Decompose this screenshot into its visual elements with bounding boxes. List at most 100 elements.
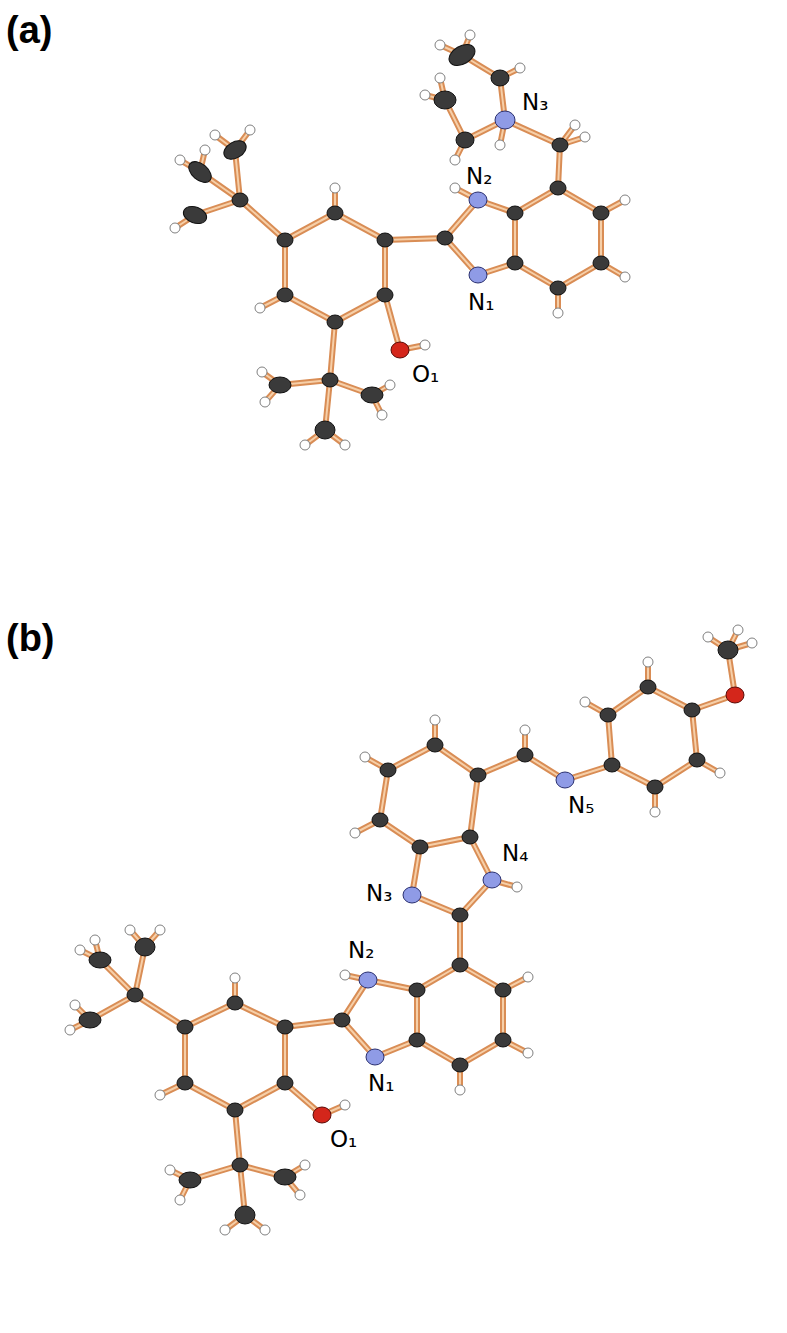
atom-shape [277,1020,293,1034]
atom-shape [257,367,267,377]
atom-shape [300,1160,310,1170]
atom-shape [593,206,609,220]
panel-label: (a) [6,10,52,52]
atom-label: N₁ [368,1071,394,1096]
atom-shape [647,780,663,794]
atom-shape [235,1206,255,1224]
atom-shape [604,758,620,772]
atom-shape [181,203,209,226]
atom-shape [450,183,460,193]
atom-shape [255,303,265,313]
atom-shape [450,155,460,165]
atom-shape [177,1020,193,1034]
atom-shape [170,223,180,233]
atom-shape [274,1169,296,1185]
atom-shape [455,1085,465,1095]
atom-shape [495,983,511,997]
atom-shape [185,158,215,187]
atom-shape [155,1090,165,1100]
atom-shape [227,996,243,1010]
atom-label: N₂ [466,164,492,189]
atom-shape [165,1165,175,1175]
atom-shape [330,183,340,193]
atom-shape [550,181,566,195]
atom-shape [70,1000,80,1010]
atom-shape [377,410,387,420]
atom-group [79,641,738,1224]
atom-shape [322,373,338,387]
atom-shape [689,753,705,767]
atom-shape [465,30,475,40]
atom-shape [210,130,220,140]
atom-shape [512,882,522,892]
atom-shape [155,925,165,935]
atom-shape [334,1013,350,1027]
atom-shape [580,697,590,707]
atom-group [181,40,609,439]
panel-label: (b) [6,618,55,660]
atom-shape [640,680,656,694]
atom-shape [232,1158,248,1172]
atom-shape [452,908,468,922]
atom-shape [495,111,515,129]
atom-label: N₃ [366,881,392,906]
bond-line [70,630,752,1230]
atom-shape [366,1049,384,1065]
atom-shape [277,233,293,247]
atom-shape [452,958,468,972]
atom-shape [552,138,568,152]
atom-shape [445,40,478,70]
atom-shape [495,1033,511,1047]
atom-shape [507,256,523,270]
atom-shape [260,397,270,407]
atom-shape [437,231,453,245]
atom-shape [377,233,393,247]
atom-shape [462,830,478,844]
atom-shape [79,1012,101,1028]
atom-label: N₃ [522,90,548,115]
atom-shape [550,281,566,295]
atom-shape [385,380,395,390]
atom-shape [245,125,255,135]
atom-group [469,111,515,283]
atom-shape [643,657,653,667]
atom-shape [556,772,574,788]
atom-shape [470,768,486,782]
atom-group [391,342,409,358]
atom-shape [403,887,421,903]
atom-shape [523,1048,533,1058]
atom-shape [650,807,660,817]
atom-shape [315,421,335,439]
atom-shape [75,945,85,955]
atom-shape [620,195,630,205]
atom-group [65,625,757,1235]
bond-line [175,35,625,445]
atom-shape [520,725,530,735]
atom-shape [570,120,580,130]
atom-shape [420,90,430,100]
atom-shape [747,638,757,648]
atom-shape [430,715,440,725]
atom-label: O₁ [330,1127,357,1152]
atom-shape [340,970,350,980]
atom-shape [452,1058,468,1072]
atom-group [313,687,744,1123]
atom-shape [295,1190,305,1200]
atom-shape [227,1103,243,1117]
atom-shape [391,342,409,358]
atom-shape [553,308,563,318]
atom-shape [517,748,533,762]
atom-label: N₄ [502,841,528,866]
atom-shape [580,132,590,142]
atom-shape [175,1195,185,1205]
atom-shape [179,1172,201,1188]
atom-shape [65,1025,75,1035]
atom-shape [715,768,725,778]
atom-shape [409,1033,425,1047]
atom-shape [360,752,370,762]
atom-shape [313,1107,331,1123]
atom-shape [684,703,700,717]
atom-shape [125,925,135,935]
atom-shape [469,267,487,283]
